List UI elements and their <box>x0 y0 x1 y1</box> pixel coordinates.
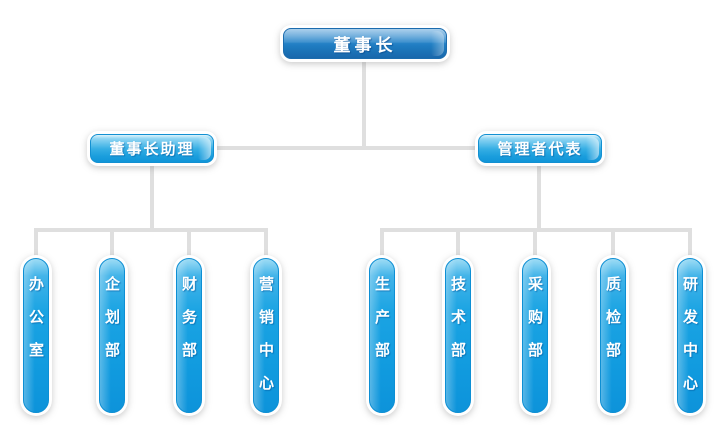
org-node-office: 办公室 <box>23 258 49 413</box>
org-node-chairman: 董事长 <box>283 28 447 59</box>
connector-stub-production <box>380 230 384 258</box>
org-node-planning-dept-label: 企划部 <box>103 276 121 375</box>
org-node-purchasing-dept-label: 采购部 <box>526 276 544 375</box>
connector-stub-quality <box>611 230 615 258</box>
org-node-marketing-center-label: 营销中心 <box>257 276 275 408</box>
org-node-quality-inspection-dept: 质检部 <box>600 258 626 413</box>
connector-level2-crossbar <box>212 146 478 150</box>
connector-stub-marketing <box>264 230 268 258</box>
connector-stub-planning <box>110 230 114 258</box>
org-node-quality-inspection-dept-label: 质检部 <box>604 276 622 375</box>
org-node-management-representative: 管理者代表 <box>478 134 602 163</box>
connector-assistant-drop <box>150 161 154 232</box>
org-node-chairman-assistant: 董事长助理 <box>90 134 214 163</box>
connector-stub-purchasing <box>533 230 537 258</box>
org-node-office-label: 办公室 <box>27 276 45 375</box>
org-node-chairman-assistant-label: 董事长助理 <box>109 140 195 158</box>
org-node-marketing-center: 营销中心 <box>253 258 279 413</box>
org-node-technology-dept: 技术部 <box>445 258 471 413</box>
connector-stub-office <box>34 230 38 258</box>
org-node-chairman-label: 董事长 <box>333 36 397 56</box>
connector-managerrep-drop <box>537 161 541 232</box>
org-node-purchasing-dept: 采购部 <box>522 258 548 413</box>
org-node-production-dept: 生产部 <box>369 258 395 413</box>
org-node-technology-dept-label: 技术部 <box>449 276 467 375</box>
org-node-planning-dept: 企划部 <box>99 258 125 413</box>
org-node-production-dept-label: 生产部 <box>373 276 391 375</box>
connector-root-drop <box>362 58 366 150</box>
connector-left-bus <box>34 228 268 232</box>
connector-stub-technology <box>456 230 460 258</box>
org-node-management-representative-label: 管理者代表 <box>497 140 583 158</box>
connector-stub-rnd <box>688 230 692 258</box>
org-node-rnd-center: 研发中心 <box>677 258 703 413</box>
org-node-rnd-center-label: 研发中心 <box>681 276 699 408</box>
org-node-finance-dept: 财务部 <box>176 258 202 413</box>
connector-stub-finance <box>187 230 191 258</box>
org-node-finance-dept-label: 财务部 <box>180 276 198 375</box>
